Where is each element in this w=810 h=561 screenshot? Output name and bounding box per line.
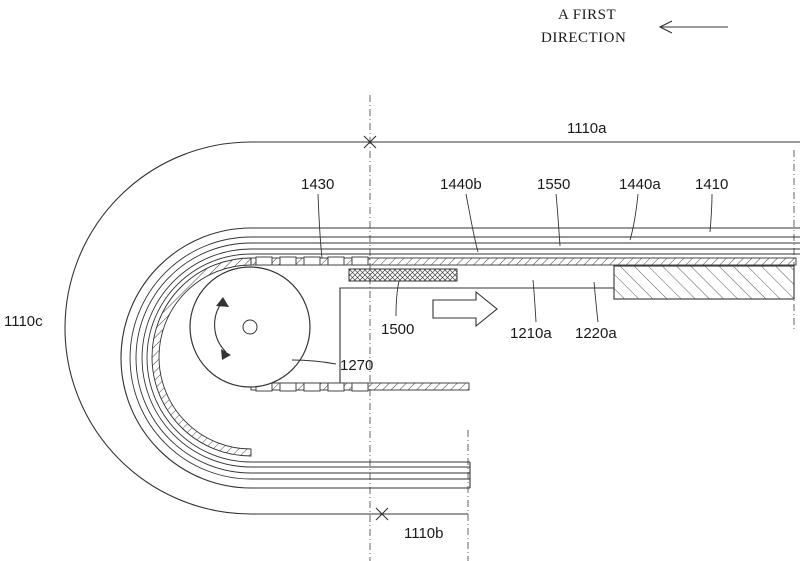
label-1410: 1410 [695,176,728,193]
plate-1210a [339,265,794,383]
label-1210a: 1210a [510,325,552,342]
direction-label-line1: A FIRST [558,7,616,23]
roller-axis [242,319,258,335]
label-1440b: 1440b [440,176,482,193]
label-1110b: 1110b [404,525,444,542]
label-1500: 1500 [381,321,414,338]
label-1270: 1270 [340,357,373,374]
slide-direction-arrow-icon [432,290,498,328]
direction-arrow [658,20,728,34]
direction-label-line2: DIRECTION [541,30,626,46]
strip-1500 [348,268,458,282]
leader-lines [291,193,713,365]
rotation-arrow-icon [214,297,231,360]
dimension-tick-bottom [375,507,389,521]
dimension-tick-top [363,135,377,149]
segmented-support-1430 [255,256,369,392]
outer-boundary [64,141,800,515]
label-1110a: 1110a [567,120,607,137]
housing-1220a [613,265,795,300]
label-1220a: 1220a [575,325,617,342]
label-1550: 1550 [537,176,570,193]
label-1440a: 1440a [619,176,661,193]
label-1110c: 1110c [4,313,43,330]
label-1430: 1430 [301,176,334,193]
display-stack [120,227,800,489]
